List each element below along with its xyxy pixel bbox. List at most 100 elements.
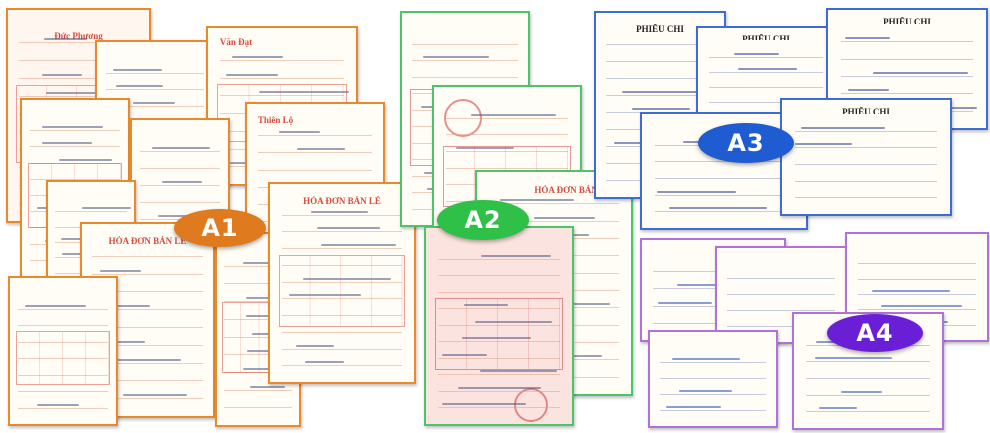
handwriting-stroke [872, 290, 950, 292]
rule-line [30, 178, 120, 180]
rule-line [139, 185, 221, 186]
rule-line [281, 348, 403, 350]
handwriting-stroke [794, 143, 853, 146]
rule-line [281, 365, 403, 367]
rule-line [655, 194, 793, 196]
rule-line [437, 324, 561, 326]
handwriting-stroke [302, 277, 392, 280]
rule-line [653, 288, 773, 290]
handwriting-stroke [226, 73, 279, 76]
handwriting-stroke [458, 386, 542, 389]
handwriting-stroke [423, 56, 490, 58]
rule-line [92, 273, 203, 275]
item-table [16, 330, 110, 385]
receipt-doc [8, 276, 118, 426]
rule-line [606, 61, 714, 62]
receipt-doc: HÓA ĐƠN BÁN LẺ [268, 182, 416, 384]
rule-line [653, 322, 773, 324]
rule-line [708, 102, 824, 103]
rule-line [219, 59, 345, 61]
rule-line [840, 93, 974, 95]
rule-line [795, 164, 937, 165]
rule-line [19, 77, 138, 79]
rule-line [437, 275, 561, 277]
rule-line [257, 152, 373, 154]
doc-title: HÓA ĐƠN BÁN LẺ [303, 195, 381, 206]
rule-line [660, 394, 766, 395]
rule-line [805, 411, 931, 413]
handwriting-stroke [840, 390, 883, 393]
doc-title: PHIẾU CHI [842, 106, 890, 114]
rule-line [840, 76, 974, 77]
rule-line [437, 374, 561, 376]
handwriting-stroke [246, 297, 283, 300]
rule-line [223, 318, 293, 320]
group-label-a2: A2 [437, 200, 529, 240]
rule-line [18, 374, 108, 376]
handwriting-stroke [61, 238, 93, 240]
receipt-doc [424, 226, 574, 426]
handwriting-stroke [533, 216, 595, 219]
rule-line [795, 197, 937, 199]
doc-title: PHIẾU CHI [636, 24, 684, 35]
rule-line [139, 151, 221, 152]
handwriting-stroke [82, 207, 132, 210]
handwriting-stroke [44, 37, 87, 40]
handwriting-stroke [818, 407, 857, 410]
rule-line [54, 211, 128, 213]
doc-title: PHIẾU CHI [742, 34, 790, 41]
rule-line [660, 378, 766, 379]
rule-line [858, 294, 976, 295]
rule-line [858, 263, 976, 265]
rule-line [437, 407, 561, 409]
handwriting-stroke [475, 320, 552, 323]
handwriting-stroke [250, 385, 286, 388]
handwriting-stroke [110, 340, 145, 343]
rule-line [412, 60, 518, 61]
rule-line [655, 211, 793, 213]
rule-line [727, 278, 835, 279]
handwriting-stroke [242, 261, 277, 264]
handwriting-stroke [461, 337, 532, 340]
handwriting-stroke [316, 227, 380, 230]
rule-line [30, 146, 120, 148]
handwriting-stroke [621, 91, 700, 93]
rule-line [606, 78, 714, 79]
rule-line [257, 135, 373, 137]
handwriting-stroke [733, 53, 780, 55]
rule-line [18, 391, 108, 392]
rule-line [139, 168, 221, 169]
handwriting-stroke [632, 108, 691, 110]
rule-line [281, 248, 403, 250]
handwriting-stroke [669, 207, 767, 210]
rule-line [655, 161, 793, 163]
rule-line [281, 264, 403, 266]
rule-line [660, 410, 766, 411]
handwriting-stroke [310, 210, 369, 213]
rule-line [489, 203, 619, 205]
rule-line [223, 265, 293, 267]
rule-line [795, 180, 937, 182]
doc-title: HÓA ĐƠN BÁN LẺ [108, 235, 187, 246]
rule-line [92, 398, 203, 400]
handwriting-stroke [278, 131, 320, 134]
rule-line [653, 271, 773, 273]
rule-line [257, 169, 373, 171]
rule-line [281, 331, 403, 333]
handwriting-stroke [304, 361, 344, 364]
rule-line [727, 310, 835, 311]
handwriting-stroke [678, 390, 733, 392]
rule-line [92, 255, 203, 257]
rule-line [805, 378, 931, 379]
rule-line [18, 325, 108, 326]
handwriting-stroke [463, 304, 508, 307]
handwriting-stroke [657, 301, 713, 304]
handwriting-stroke [24, 304, 86, 307]
handwriting-stroke [36, 403, 79, 406]
rule-line [840, 58, 974, 60]
rule-line [840, 41, 974, 43]
rule-line [92, 344, 203, 346]
rule-line [653, 305, 773, 307]
rule-line [606, 95, 714, 96]
